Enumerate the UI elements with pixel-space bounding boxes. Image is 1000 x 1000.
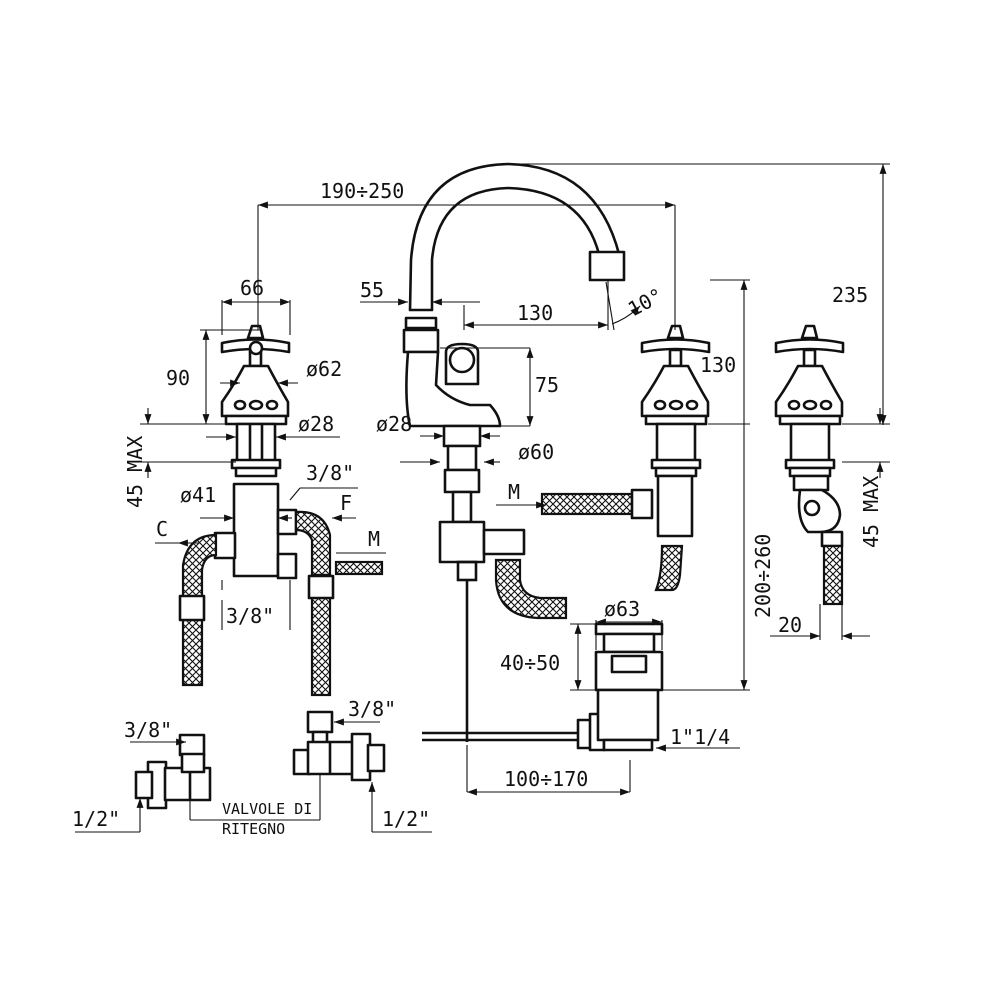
dimension-labels: 190÷250 66 55 130 10° 235 90 ø62 75 130 … [72,179,883,838]
label-body-dia: ø41 [180,483,216,507]
label-conn-bottom: 3/8" [226,604,274,628]
label-handle-width: 66 [240,276,264,300]
dimension-lines [75,163,890,833]
label-hose-right-end: 3/8" [348,697,396,721]
label-body-height: 75 [535,373,559,397]
label-inlet-right: 1/2" [382,807,430,831]
left-hose-f [294,510,335,749]
label-spout-offset: 55 [360,278,384,302]
label-shank-dia-spout: ø28 [376,412,412,436]
label-hose-offset: 20 [778,613,802,637]
label-base-dia: ø60 [518,440,554,464]
label-spout-spread: 190÷250 [320,179,404,203]
waste-assembly [422,622,664,752]
middle-right-valve [540,324,711,592]
label-total-height: 235 [832,283,868,307]
label-conn-m-left: M [368,527,380,551]
label-inlet-left: 1/2" [72,807,120,831]
label-shank-dia-left: ø28 [298,412,334,436]
left-cross-handle [220,324,291,368]
far-right-valve [774,324,845,606]
label-lever-length: 100÷170 [504,767,588,791]
label-spout-angle: 10° [624,283,667,321]
label-spout-reach: 130 [517,301,553,325]
label-deck-range: 200÷260 [751,534,775,618]
label-waste-thread: 1"1/4 [670,725,730,749]
left-hose-c [178,533,218,769]
label-handle-height: 90 [166,366,190,390]
label-check-valves-line1: VALVOLE DI [222,800,312,818]
label-waste-dia: ø63 [604,597,640,621]
label-check-valves-line2: RITEGNO [222,820,285,838]
label-right-height: 130 [700,353,736,377]
label-conn-m-right: M [508,480,520,504]
right-check-valve-f [292,732,386,782]
label-deck-max-left: 45 MAX [123,436,147,508]
label-hose-left-end: 3/8" [124,718,172,742]
label-conn-c: C [156,517,168,541]
label-deck-max-right: 45 MAX [859,476,883,548]
label-waste-height: 40÷50 [500,651,560,675]
left-check-valve-c [134,752,212,810]
left-valve-body [213,364,298,580]
label-handle-dia: ø62 [306,357,342,381]
label-conn-f: F [340,491,352,515]
label-conn-top: 3/8" [306,461,354,485]
